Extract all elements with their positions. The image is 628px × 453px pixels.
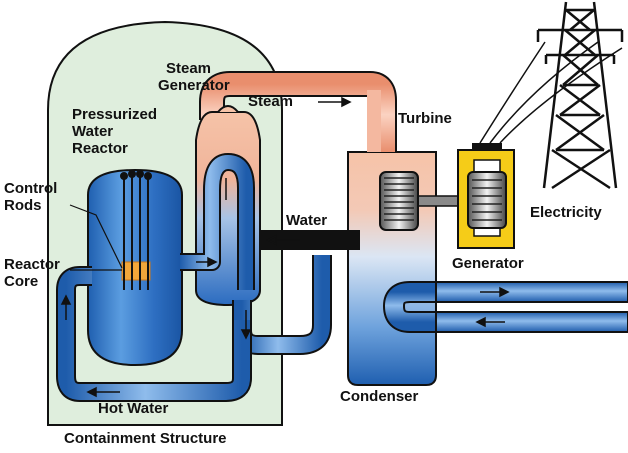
condenser-label: Condenser	[340, 388, 419, 405]
reactor-core-label: Reactor Core	[4, 256, 60, 290]
electricity-label: Electricity	[530, 204, 602, 221]
reactor-core	[121, 261, 151, 281]
cooling-water-pipes	[382, 281, 628, 333]
steam-generator-label: Steam Generator	[158, 60, 230, 94]
power-lines	[479, 41, 623, 144]
water-label: Water	[286, 212, 328, 229]
transmission-tower-icon	[536, 1, 624, 190]
generator-label: Generator	[452, 255, 524, 272]
containment-label: Containment Structure	[64, 430, 227, 447]
generator	[457, 143, 515, 249]
steam-label: Steam	[248, 93, 294, 110]
hot-water-label: Hot Water	[98, 400, 169, 417]
control-rods-label: Control Rods	[4, 180, 58, 214]
control-rods	[120, 170, 152, 290]
flow-arrows	[60, 96, 510, 398]
reactor-label: Pressurized Water Reactor	[72, 106, 158, 157]
control-rods-pointer	[69, 204, 123, 269]
turbine	[379, 171, 419, 231]
turbine-label: Turbine	[398, 110, 452, 127]
